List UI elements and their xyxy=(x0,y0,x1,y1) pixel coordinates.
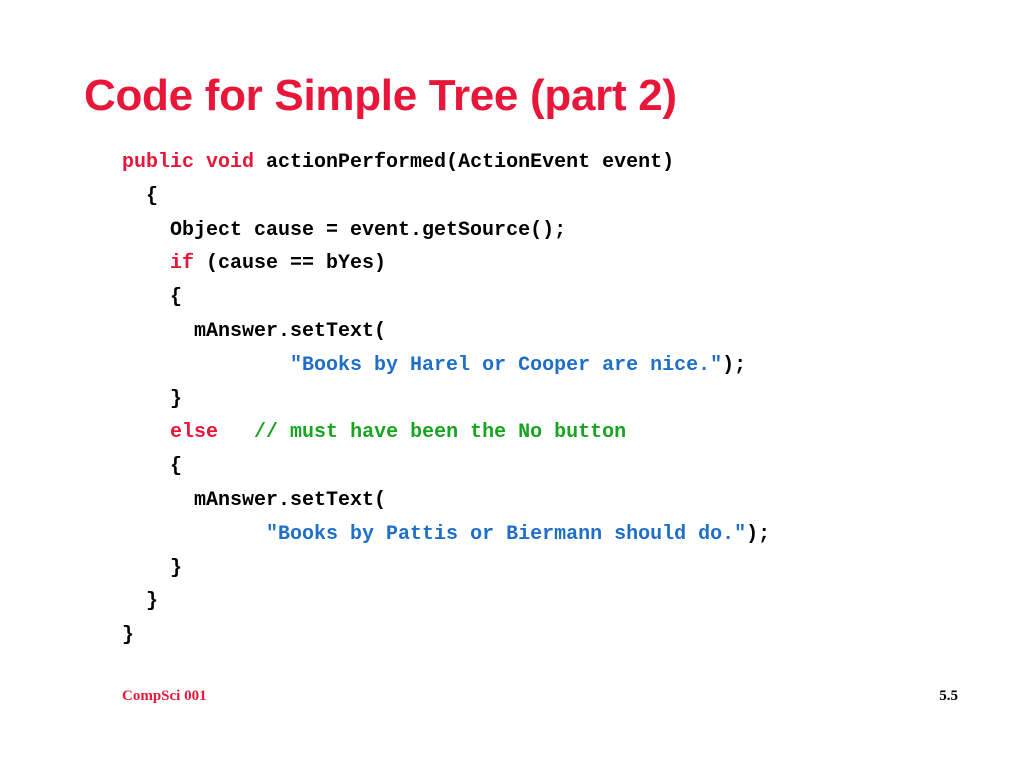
code-text: ); xyxy=(746,522,771,546)
code-line: } xyxy=(122,585,770,619)
code-keyword: public void xyxy=(122,151,255,174)
code-text: { xyxy=(122,455,183,479)
code-text: { xyxy=(122,184,159,208)
code-text: } xyxy=(122,590,159,614)
code-comment: // must have been the No button xyxy=(254,421,627,445)
code-string: "Books by Pattis or Biermann should do." xyxy=(266,522,747,546)
code-line: { xyxy=(122,180,770,214)
code-line: } xyxy=(122,552,770,586)
code-text: } xyxy=(122,387,183,411)
code-line: else // must have been the No button xyxy=(122,416,770,450)
code-text: mAnswer.setText( xyxy=(122,488,387,512)
code-line: if (cause == bYes) xyxy=(122,247,770,281)
code-keyword: else xyxy=(170,421,219,445)
code-text xyxy=(122,523,266,546)
code-line: mAnswer.setText( xyxy=(122,315,770,349)
slide-title: Code for Simple Tree (part 2) xyxy=(84,71,677,120)
code-text: mAnswer.setText( xyxy=(122,319,387,343)
code-line: public void actionPerformed(ActionEvent … xyxy=(122,146,770,180)
code-line: } xyxy=(122,383,770,417)
code-keyword: if xyxy=(170,252,195,276)
code-line: "Books by Pattis or Biermann should do."… xyxy=(122,518,770,552)
code-text: ); xyxy=(722,353,747,377)
code-text: (cause == bYes) xyxy=(194,252,387,276)
code-text xyxy=(122,421,170,444)
code-line: } xyxy=(122,619,770,653)
code-line: mAnswer.setText( xyxy=(122,484,770,518)
code-text: } xyxy=(122,624,135,648)
footer-slide-number: 5.5 xyxy=(939,688,958,704)
code-string: "Books by Harel or Cooper are nice." xyxy=(290,353,723,377)
code-text: Object cause = event.getSource(); xyxy=(122,218,567,242)
code-line: Object cause = event.getSource(); xyxy=(122,214,770,248)
code-line: { xyxy=(122,281,770,315)
code-text: } xyxy=(122,556,183,580)
code-text xyxy=(122,354,290,377)
code-block: public void actionPerformed(ActionEvent … xyxy=(122,146,770,653)
code-text xyxy=(218,421,254,444)
code-text xyxy=(122,252,170,275)
code-text: actionPerformed(ActionEvent event) xyxy=(254,151,675,174)
code-line: { xyxy=(122,450,770,484)
footer-course-label: CompSci 001 xyxy=(122,688,207,704)
code-text: { xyxy=(122,286,183,310)
code-line: "Books by Harel or Cooper are nice."); xyxy=(122,349,770,383)
